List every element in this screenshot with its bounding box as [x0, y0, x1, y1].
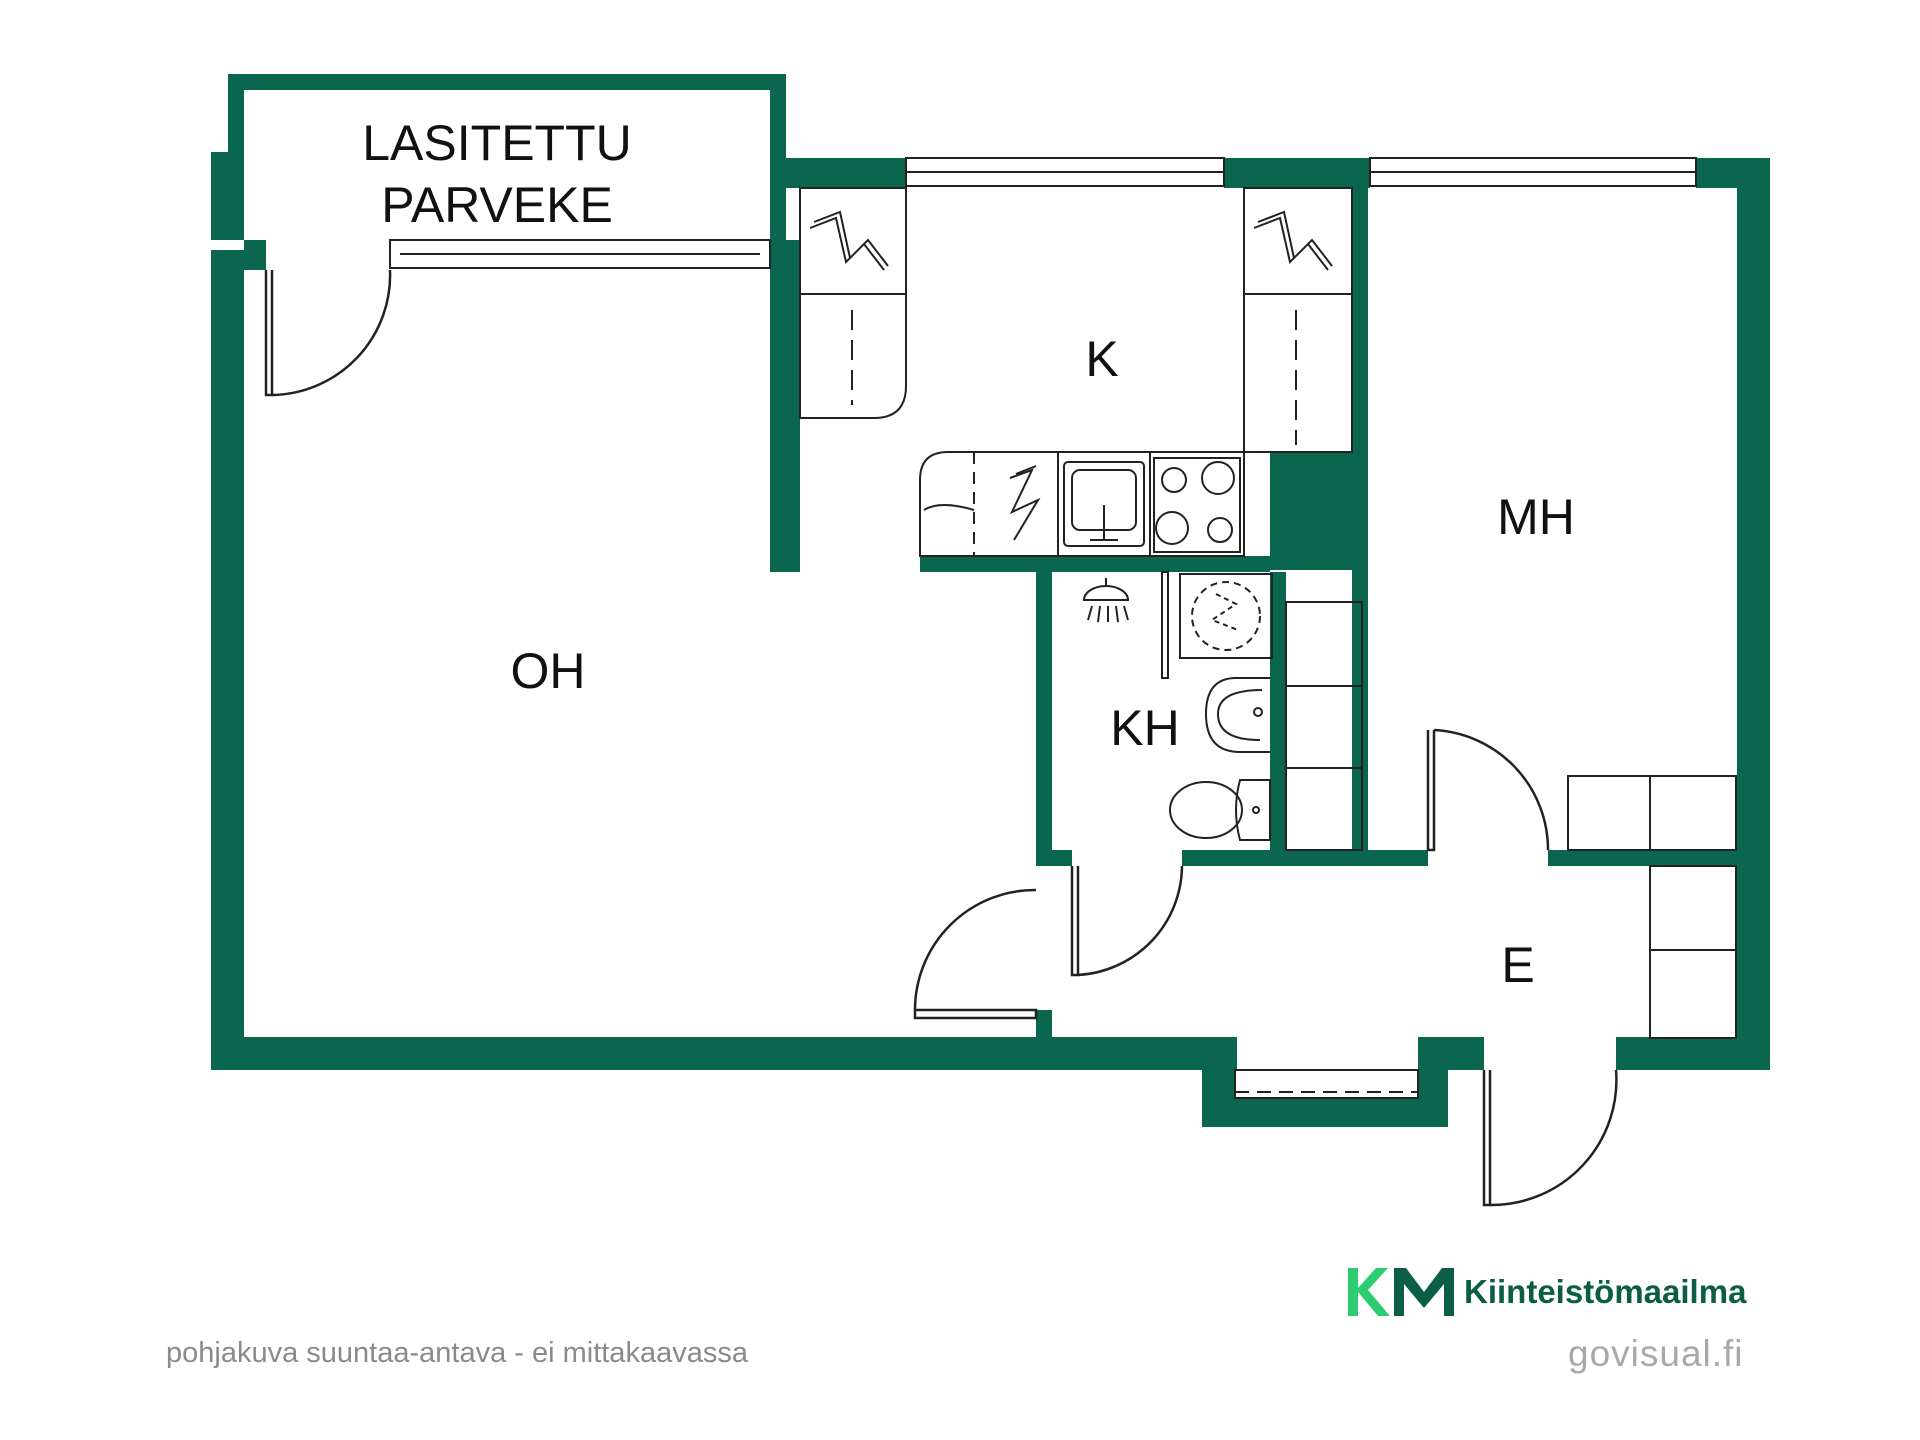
kitchen-label: K [1085, 331, 1118, 387]
room-labels: LASITETTU PARVEKE K MH OH KH E [362, 115, 1575, 993]
washing-machine-icon [1179, 573, 1273, 659]
washbasin-icon [1204, 677, 1270, 753]
entrance-label: E [1501, 937, 1534, 993]
credit-text: govisual.fi [1568, 1333, 1744, 1374]
doors [264, 269, 1618, 1207]
living-room-label: OH [511, 643, 586, 699]
windows [389, 157, 1697, 1099]
balcony-label-line2: PARVEKE [381, 177, 613, 233]
kitchen-fixtures [799, 187, 1353, 557]
bedroom-label: MH [1497, 489, 1575, 545]
shower-icon [1082, 578, 1130, 623]
toilet-icon [1169, 779, 1271, 841]
wardrobes [1285, 601, 1737, 1039]
brand-name: Kiinteistömaailma [1464, 1273, 1747, 1310]
scale-disclaimer: pohjakuva suuntaa-antava - ei mittakaava… [166, 1337, 748, 1369]
bathroom-fixtures [1082, 571, 1273, 841]
stove-icon [1153, 457, 1241, 553]
electric-appliance-icon [809, 210, 1333, 541]
walls [211, 74, 1770, 1127]
balcony-label-line1: LASITETTU [362, 115, 631, 171]
km-logo-icon [1348, 1268, 1454, 1316]
bathroom-label: KH [1110, 700, 1179, 756]
sink-icon [1063, 461, 1145, 547]
brand-logo: Kiinteistömaailma [1346, 1262, 1746, 1322]
